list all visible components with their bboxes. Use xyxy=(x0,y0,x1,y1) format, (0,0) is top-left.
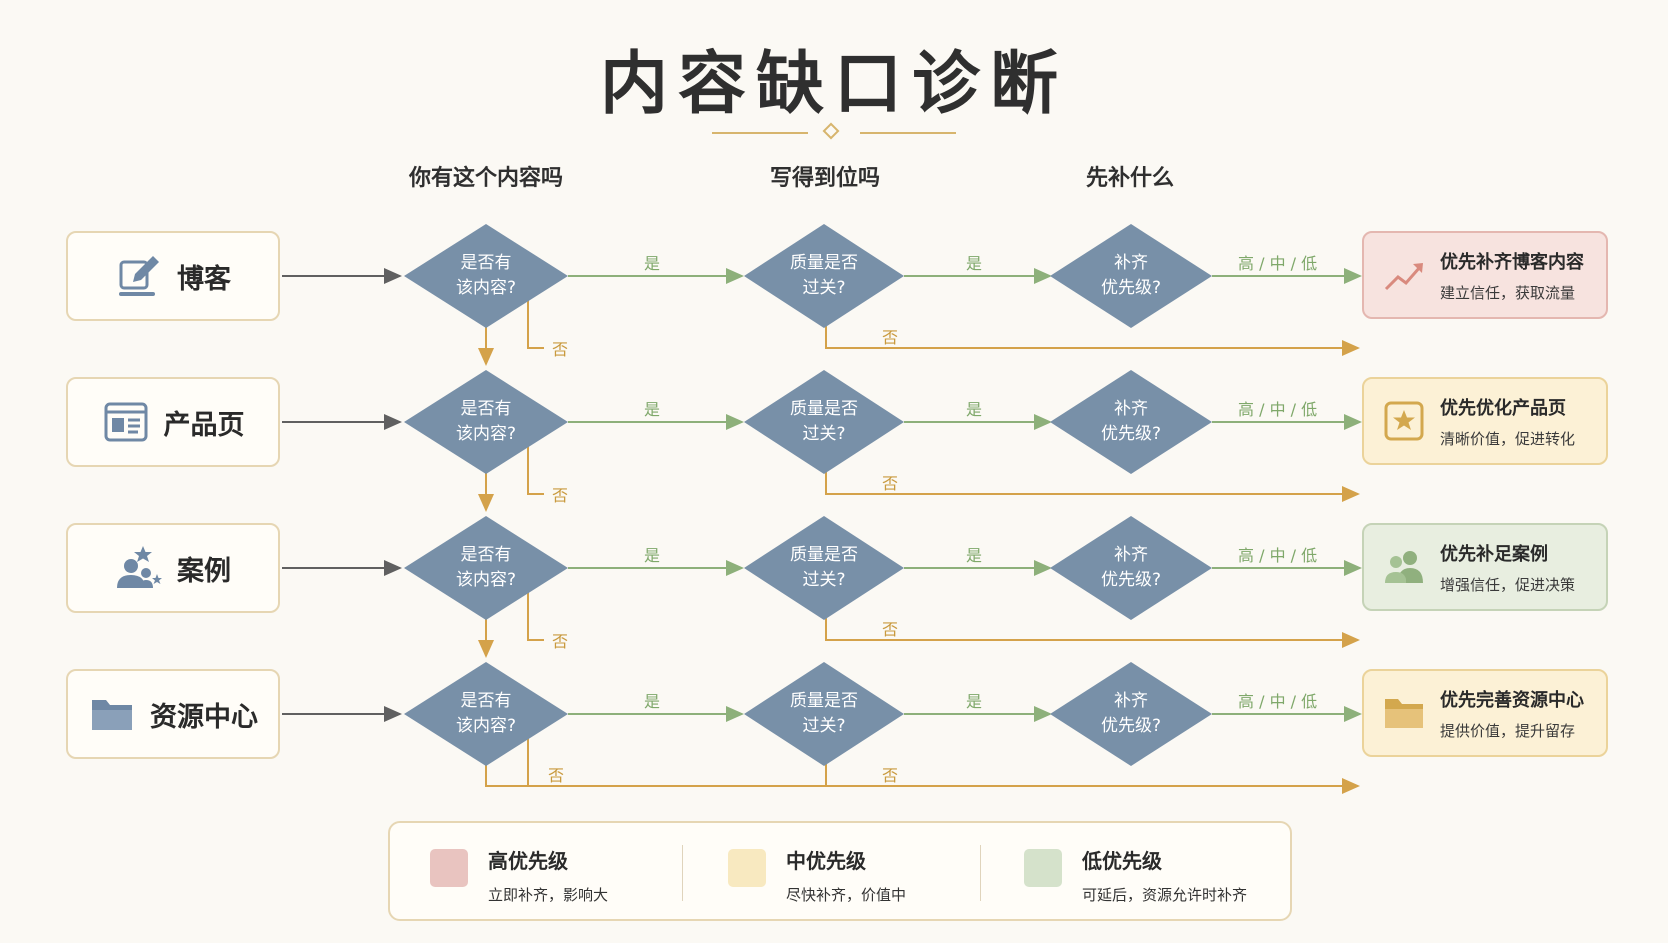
row-connectors-blog xyxy=(282,268,1362,366)
diamond-quality-blog xyxy=(744,224,904,328)
outcome-box-case[interactable]: 优先补足案例 增强信任，促进决策 xyxy=(1362,523,1608,611)
users-icon xyxy=(1385,551,1423,583)
outcome-box-product[interactable]: 优先优化产品页 清晰价值，促进转化 xyxy=(1362,377,1608,465)
column-header-priority: 先补什么 xyxy=(1085,166,1174,191)
edge-label-yes: 是 xyxy=(966,546,983,565)
folder-icon xyxy=(92,700,132,730)
diamond-has-text: 是否有该内容? xyxy=(455,399,517,444)
diamond-has-text: 是否有该内容? xyxy=(455,545,517,590)
legend-title: 中优先级 xyxy=(786,849,866,873)
diamond-quality-resource xyxy=(744,662,904,766)
outcome-box-blog[interactable]: 优先补齐博客内容 建立信任，获取流量 xyxy=(1362,231,1608,319)
diamond-priority-product xyxy=(1050,370,1212,474)
source-box-resource[interactable]: 资源中心 xyxy=(66,669,280,759)
diamond-has-resource xyxy=(404,662,568,766)
legend-item-medium: 中优先级 尽快补齐，价值中 xyxy=(728,845,906,905)
source-label: 案例 xyxy=(177,555,231,587)
edit-icon xyxy=(119,256,159,296)
edge-label-no: 否 xyxy=(882,766,899,785)
edge-label-yes: 是 xyxy=(644,546,661,565)
edge-label-no: 否 xyxy=(882,474,899,493)
outcome-subtitle: 建立信任，获取流量 xyxy=(1440,283,1576,302)
outcome-title: 优先补足案例 xyxy=(1440,543,1548,565)
webpage-icon xyxy=(104,402,147,442)
edge-label-no: 否 xyxy=(548,766,565,785)
diamond-priority-text: 补齐优先级? xyxy=(1100,545,1162,590)
star-badge-icon xyxy=(1384,401,1424,441)
diamond-has-case xyxy=(404,516,568,620)
row-connectors-resource xyxy=(282,706,1362,794)
source-label: 产品页 xyxy=(163,409,245,441)
edge-label-yes: 是 xyxy=(644,254,661,273)
trend-up-icon xyxy=(1384,263,1423,291)
diamond-has-text: 是否有该内容? xyxy=(455,253,517,298)
folder-icon xyxy=(1385,699,1423,728)
priority-legend: 高优先级 立即补齐，影响大 中优先级 尽快补齐，价值中 低优先级 可延后，资源允… xyxy=(388,821,1292,921)
outcome-subtitle: 提供价值，提升留存 xyxy=(1440,721,1576,740)
diamond-quality-case xyxy=(744,516,904,620)
diamond-quality-text: 质量是否过关? xyxy=(790,691,858,736)
legend-item-low: 低优先级 可延后，资源允许时补齐 xyxy=(1024,845,1247,905)
outcome-title: 优先优化产品页 xyxy=(1440,397,1566,419)
diamond-quality-text: 质量是否过关? xyxy=(790,399,858,444)
edge-label-priority: 高 / 中 / 低 xyxy=(1238,254,1318,273)
legend-swatch-medium xyxy=(728,849,766,887)
edge-label-priority: 高 / 中 / 低 xyxy=(1238,692,1318,711)
legend-title: 低优先级 xyxy=(1082,849,1162,873)
source-box-blog[interactable]: 博客 xyxy=(66,231,280,321)
diamond-priority-blog xyxy=(1050,224,1212,328)
diamond-priority-text: 补齐优先级? xyxy=(1100,691,1162,736)
edge-label-yes: 是 xyxy=(966,400,983,419)
edge-label-priority: 高 / 中 / 低 xyxy=(1238,546,1318,565)
source-box-product[interactable]: 产品页 xyxy=(66,377,280,467)
diamond-quality-text: 质量是否过关? xyxy=(790,545,858,590)
diamond-priority-text: 补齐优先级? xyxy=(1100,253,1162,298)
edge-label-yes: 是 xyxy=(966,692,983,711)
legend-item-high: 高优先级 立即补齐，影响大 xyxy=(430,845,608,905)
diamond-has-text: 是否有该内容? xyxy=(455,691,517,736)
outcome-title: 优先补齐博客内容 xyxy=(1440,251,1584,273)
row-connectors-case xyxy=(282,560,1362,658)
legend-swatch-low xyxy=(1024,849,1062,887)
legend-desc: 可延后，资源允许时补齐 xyxy=(1082,886,1248,904)
legend-desc: 尽快补齐，价值中 xyxy=(786,886,907,904)
column-header-quality: 写得到位吗 xyxy=(769,166,880,191)
legend-title: 高优先级 xyxy=(488,849,568,873)
outcome-title: 优先完善资源中心 xyxy=(1440,689,1584,711)
legend-swatch-high xyxy=(430,849,468,887)
outcome-subtitle: 清晰价值，促进转化 xyxy=(1440,429,1576,448)
edge-label-no: 否 xyxy=(552,340,569,359)
diamond-has-blog xyxy=(404,224,568,328)
diamond-priority-text: 补齐优先级? xyxy=(1100,399,1162,444)
edge-label-yes: 是 xyxy=(644,400,661,419)
diamond-has-product xyxy=(404,370,568,474)
row-connectors-product xyxy=(282,414,1362,512)
legend-desc: 立即补齐，影响大 xyxy=(488,886,609,904)
edge-label-no: 否 xyxy=(882,620,899,639)
column-header-has-content: 你有这个内容吗 xyxy=(408,166,563,191)
diamond-priority-resource xyxy=(1050,662,1212,766)
edge-label-priority: 高 / 中 / 低 xyxy=(1238,400,1318,419)
legend-divider xyxy=(682,845,683,901)
source-box-case[interactable]: 案例 xyxy=(66,523,280,613)
edge-label-yes: 是 xyxy=(644,692,661,711)
legend-divider xyxy=(980,845,981,901)
edge-label-no: 否 xyxy=(552,486,569,505)
source-label: 资源中心 xyxy=(150,701,258,733)
diamond-priority-case xyxy=(1050,516,1212,620)
diamond-quality-product xyxy=(744,370,904,474)
diamond-quality-text: 质量是否过关? xyxy=(790,253,858,298)
source-label: 博客 xyxy=(177,263,231,295)
edge-label-yes: 是 xyxy=(966,254,983,273)
page-title: 内容缺口诊断 xyxy=(599,44,1068,124)
edge-label-no: 否 xyxy=(882,328,899,347)
edge-label-no: 否 xyxy=(552,632,569,651)
user-star-icon xyxy=(117,546,162,588)
outcome-box-resource[interactable]: 优先完善资源中心 提供价值，提升留存 xyxy=(1362,669,1608,757)
title-ornament xyxy=(712,122,956,140)
outcome-subtitle: 增强信任，促进决策 xyxy=(1440,575,1576,594)
